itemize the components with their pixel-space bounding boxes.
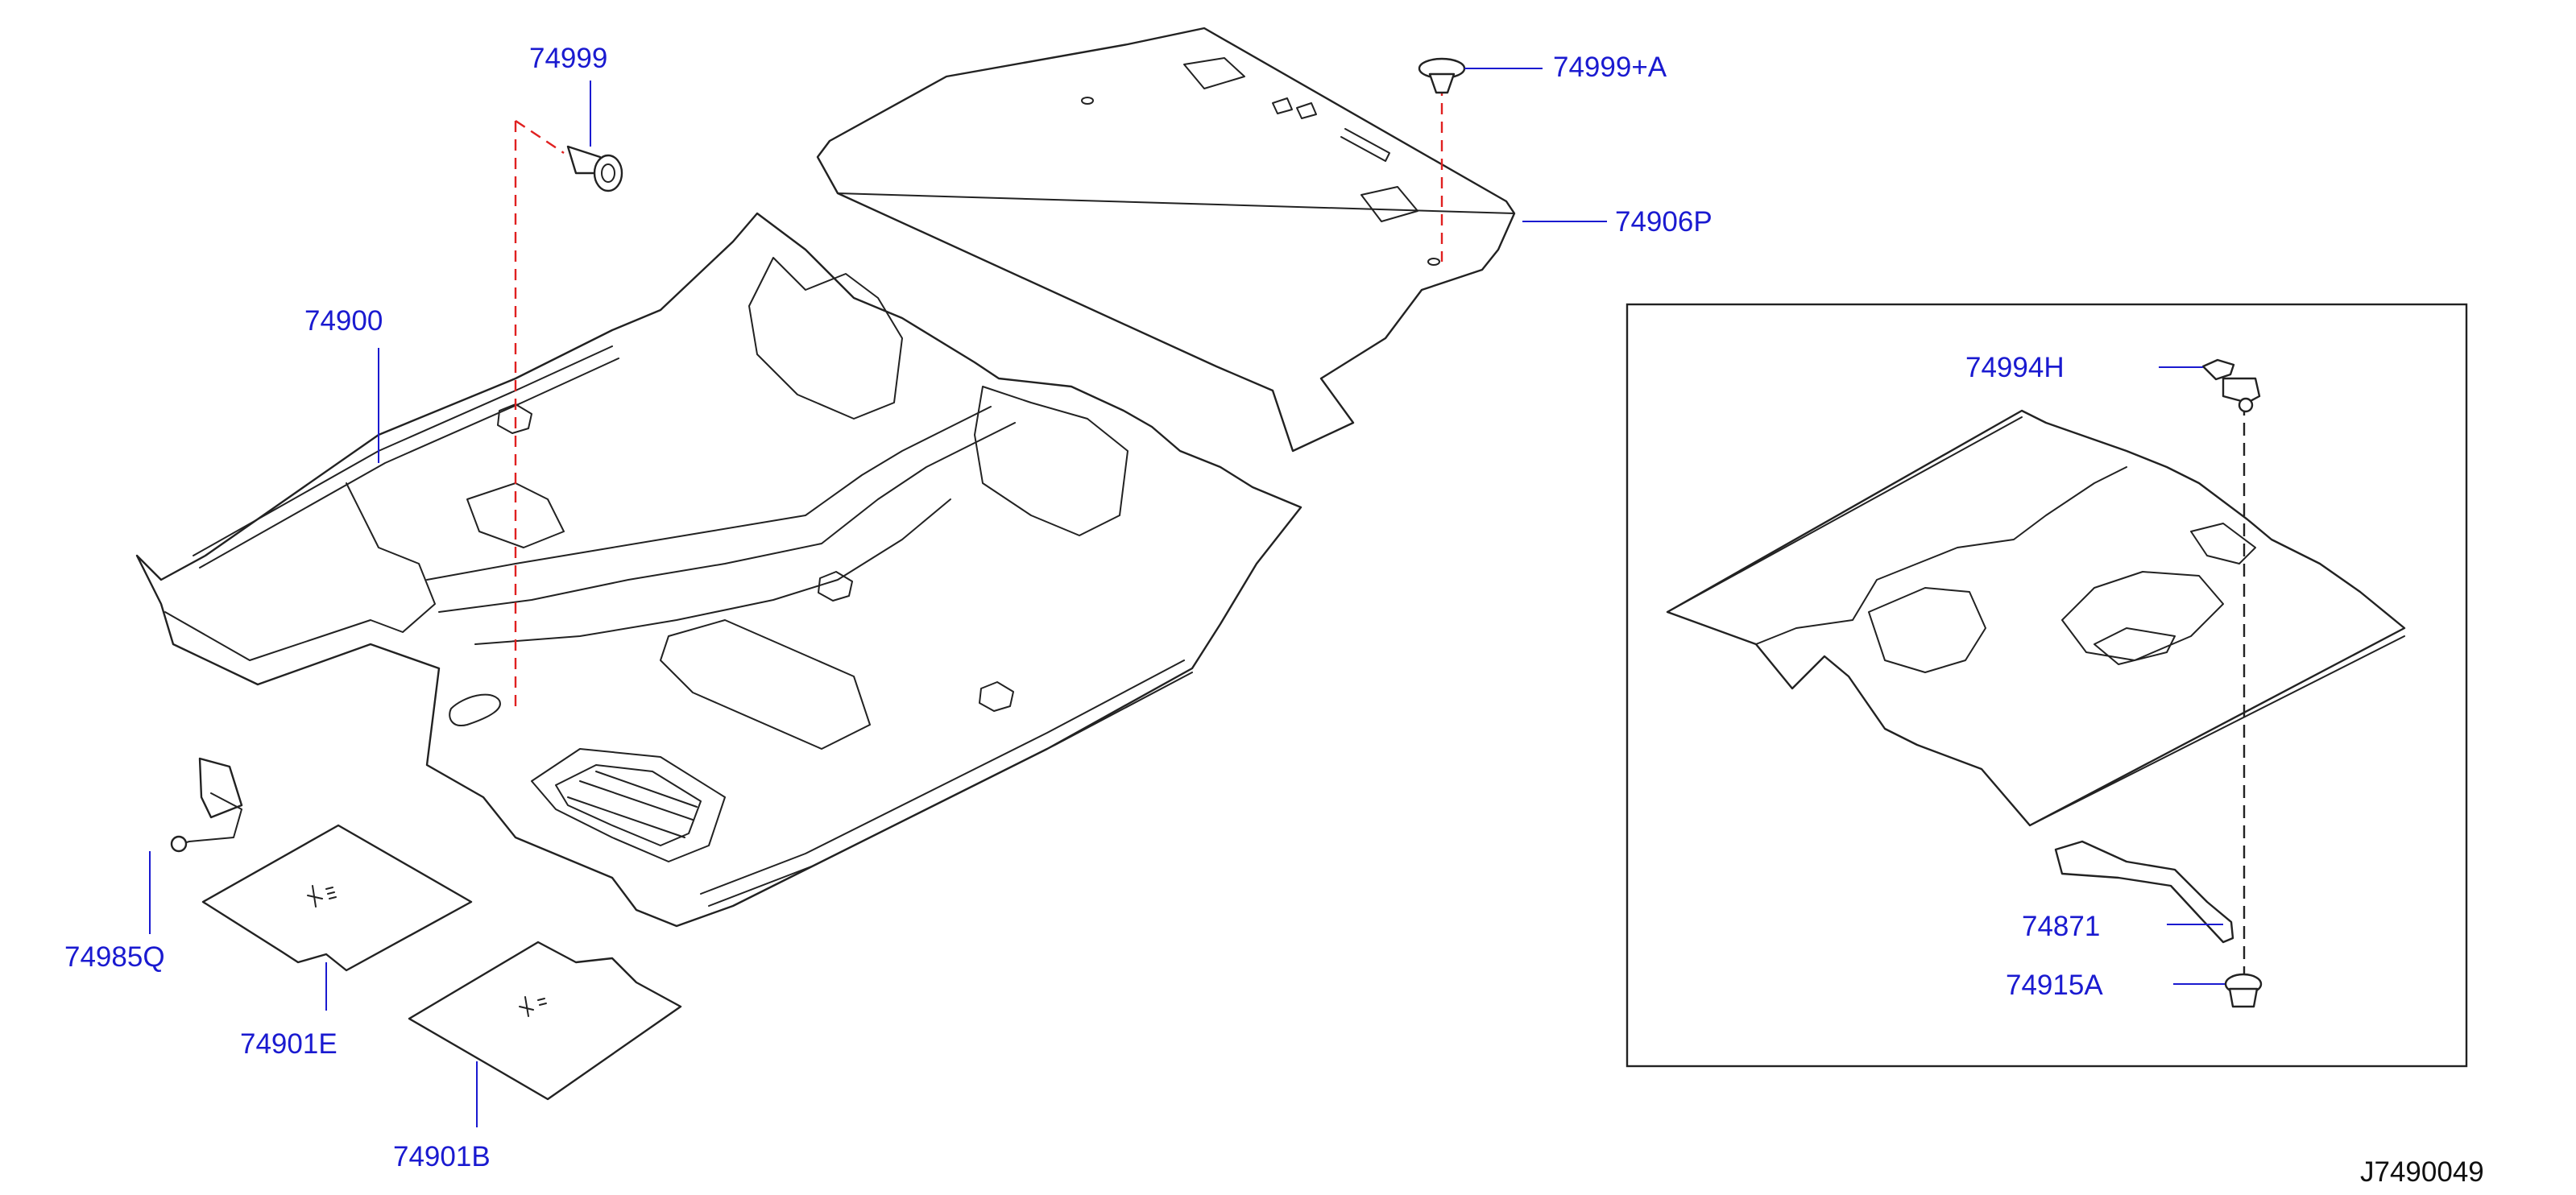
label-74999a: 74999+A: [1553, 52, 1667, 83]
label-74915a: 74915A: [2006, 970, 2103, 1001]
label-74871: 74871: [2022, 911, 2100, 942]
clip-guide-74999: [514, 120, 565, 709]
label-74999: 74999: [529, 43, 607, 74]
floor-carpet-74900: [135, 212, 1302, 928]
inset-floor-panel: [1666, 409, 2406, 827]
label-74994h: 74994H: [1965, 352, 2065, 383]
hook-74985q-icon: [170, 757, 243, 853]
rear-floor-trim-74906p: [816, 27, 1516, 453]
clip-74999-icon: [566, 145, 623, 192]
label-74901b: 74901B: [393, 1141, 491, 1172]
clip-74994h-icon: [2201, 358, 2261, 413]
bracket-74871-icon: [2054, 840, 2234, 944]
detail-inset-box: [1626, 303, 2468, 1068]
label-74985q: 74985Q: [64, 941, 165, 973]
label-74901e: 74901E: [240, 1028, 338, 1060]
diagram-reference-code: J7490049: [2360, 1156, 2484, 1188]
grommet-74915a-icon: [2224, 973, 2263, 1008]
clip-74999a-icon: [1418, 57, 1466, 94]
label-74906p: 74906P: [1615, 206, 1713, 238]
label-74900: 74900: [304, 305, 383, 337]
mat-74901e: [201, 824, 473, 972]
mat-74901b: [408, 941, 682, 1101]
